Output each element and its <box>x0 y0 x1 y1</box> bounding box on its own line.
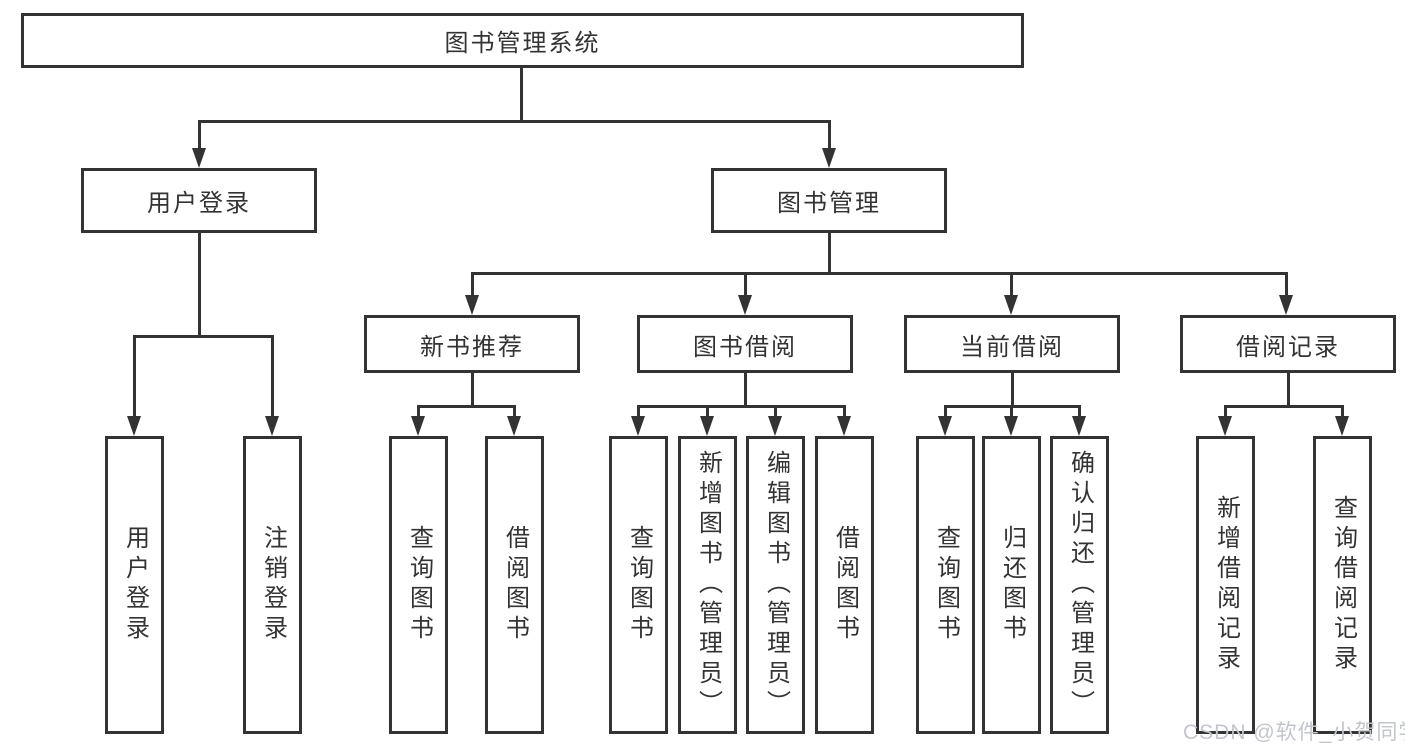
connector-drop-new-book <box>471 272 474 297</box>
leaf-borrow-books-recommend-label: 借阅图书 <box>501 525 529 645</box>
node-current-borrow: 当前借阅 <box>904 315 1120 373</box>
leaf-borrow-books: 借阅图书 <box>815 436 874 734</box>
leaf-query-books-current: 查询图书 <box>916 436 975 734</box>
leaf-user-login-label: 用户登录 <box>121 525 149 645</box>
connector-drop-book-borrow <box>744 272 747 297</box>
connector-book-borrow-drop <box>744 371 747 407</box>
connector-drop-leaf-logout <box>271 335 274 417</box>
connector-drop-leaf <box>774 405 777 418</box>
arrow-book-management <box>822 148 836 168</box>
connector-level3-branch <box>471 272 1288 275</box>
node-library-system: 图书管理系统 <box>21 13 1024 68</box>
leaf-query-books-borrow-label: 查询图书 <box>625 525 653 645</box>
connector-drop-leaf-login <box>133 335 136 417</box>
leaf-query-books-recommend: 查询图书 <box>389 436 448 734</box>
arrow-leaf-query-books-3 <box>938 416 952 436</box>
connector-new-book-drop <box>471 371 474 407</box>
leaf-query-borrow-record: 查询借阅记录 <box>1313 436 1372 734</box>
leaf-return-books: 归还图书 <box>982 436 1041 734</box>
connector-book-management-drop <box>828 231 831 274</box>
connector-drop-leaf <box>706 405 709 418</box>
arrow-leaf-logout <box>265 416 279 436</box>
node-book-borrow-label: 图书借阅 <box>693 333 797 361</box>
arrow-leaf-query-books-2 <box>631 416 645 436</box>
connector-drop-leaf <box>417 405 420 418</box>
leaf-user-login: 用户登录 <box>105 436 164 734</box>
leaf-edit-books-admin: 编辑图书（管理员） <box>746 436 805 734</box>
arrow-book-borrow <box>738 295 752 315</box>
connector-drop-user-login <box>198 120 201 150</box>
node-new-book-recommend: 新书推荐 <box>364 315 580 373</box>
arrow-current-borrow <box>1004 295 1018 315</box>
node-new-book-recommend-label: 新书推荐 <box>420 333 524 361</box>
connector-level2-branch <box>198 120 831 123</box>
connector-drop-book-management <box>828 120 831 150</box>
arrow-leaf-query-borrow-record <box>1335 416 1349 436</box>
leaf-logout-label: 注销登录 <box>259 525 287 645</box>
node-current-borrow-label: 当前借阅 <box>960 333 1064 361</box>
node-user-login-label: 用户登录 <box>147 190 251 217</box>
connector-new-book-branch <box>417 405 516 408</box>
connector-root-drop <box>520 68 523 122</box>
leaf-borrow-books-recommend: 借阅图书 <box>485 436 544 734</box>
leaf-edit-books-admin-label: 编辑图书（管理员） <box>762 450 790 720</box>
connector-drop-leaf <box>944 405 947 418</box>
connector-drop-leaf <box>1341 405 1344 418</box>
leaf-query-books-recommend-label: 查询图书 <box>405 525 433 645</box>
connector-drop-leaf <box>1010 405 1013 418</box>
arrow-leaf-edit-books <box>768 416 782 436</box>
connector-drop-leaf <box>513 405 516 418</box>
arrow-leaf-login <box>127 416 141 436</box>
connector-borrow-records-branch <box>1224 405 1344 408</box>
arrow-user-login <box>192 148 206 168</box>
leaf-return-books-label: 归还图书 <box>998 525 1026 645</box>
leaf-add-books-admin-label: 新增图书（管理员） <box>694 450 722 720</box>
leaf-add-borrow-record: 新增借阅记录 <box>1196 436 1255 734</box>
arrow-leaf-add-books <box>700 416 714 436</box>
leaf-add-books-admin: 新增图书（管理员） <box>678 436 737 734</box>
arrow-leaf-borrow-books-1 <box>507 416 521 436</box>
leaf-logout: 注销登录 <box>243 436 302 734</box>
leaf-query-borrow-record-label: 查询借阅记录 <box>1329 495 1357 675</box>
node-borrow-records: 借阅记录 <box>1180 315 1396 373</box>
connector-user-login-branch <box>133 335 274 338</box>
connector-book-borrow-branch <box>637 405 846 408</box>
leaf-confirm-return-admin: 确认归还（管理员） <box>1050 436 1109 734</box>
arrow-leaf-return-books <box>1004 416 1018 436</box>
leaf-borrow-books-label: 借阅图书 <box>831 525 859 645</box>
csdn-watermark: CSDN @软件_小贺同学 <box>1183 721 1405 744</box>
connector-drop-leaf <box>843 405 846 418</box>
connector-user-login-drop <box>198 231 201 337</box>
connector-drop-leaf <box>637 405 640 418</box>
arrow-new-book <box>465 295 479 315</box>
leaf-add-borrow-record-label: 新增借阅记录 <box>1212 495 1240 675</box>
node-borrow-records-label: 借阅记录 <box>1236 333 1340 361</box>
leaf-query-books-current-label: 查询图书 <box>932 525 960 645</box>
arrow-borrow-records <box>1279 295 1293 315</box>
node-book-management: 图书管理 <box>711 168 947 233</box>
connector-current-borrow-drop <box>1011 371 1014 407</box>
node-book-management-label: 图书管理 <box>777 190 881 217</box>
connector-drop-borrow-records <box>1285 272 1288 297</box>
node-library-system-label: 图书管理系统 <box>444 30 601 57</box>
connector-drop-current-borrow <box>1010 272 1013 297</box>
arrow-leaf-add-borrow-record <box>1218 416 1232 436</box>
leaf-query-books-borrow: 查询图书 <box>609 436 668 734</box>
arrow-leaf-confirm-return <box>1072 416 1086 436</box>
connector-borrow-records-drop <box>1287 371 1290 407</box>
arrow-leaf-query-books-1 <box>411 416 425 436</box>
connector-drop-leaf <box>1224 405 1227 418</box>
leaf-confirm-return-admin-label: 确认归还（管理员） <box>1066 450 1094 720</box>
connector-drop-leaf <box>1078 405 1081 418</box>
node-user-login: 用户登录 <box>81 168 317 233</box>
node-book-borrow: 图书借阅 <box>637 315 853 373</box>
arrow-leaf-borrow-books-2 <box>837 416 851 436</box>
